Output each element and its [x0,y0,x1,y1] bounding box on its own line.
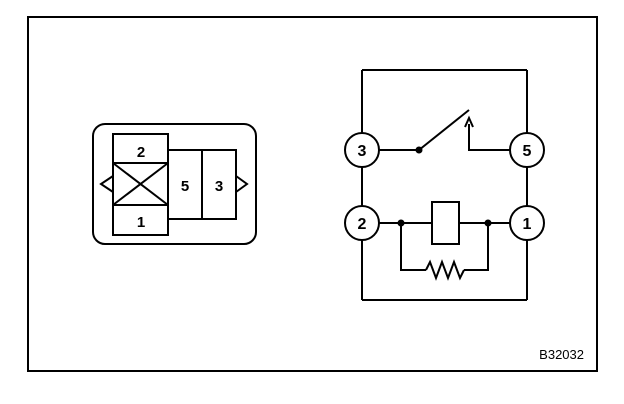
junction-dot-left [397,219,405,227]
relay-connector [92,123,257,245]
connector-pin-1-label: 1 [137,214,145,231]
lock-tab-right [235,175,249,193]
resistor [425,259,465,281]
switch-arrow [464,115,474,128]
pin-cavity-3 [201,149,237,220]
resistor-wire-right [464,223,489,271]
connector-pin-3-label: 3 [215,178,223,195]
junction-dot-right [484,219,492,227]
connector-pin-2-label: 2 [137,144,145,161]
relay-coil [431,201,460,245]
switch-blade [418,109,470,151]
figure-frame: B32032 [27,16,598,372]
terminal-3-label: 3 [358,143,367,160]
connector-pin-5-label: 5 [181,178,189,195]
terminal-5-label: 5 [523,143,532,160]
connector-housing [92,123,257,245]
terminal-5 [509,132,545,168]
terminal-3 [344,132,380,168]
relay-schematic [344,69,545,301]
terminal-1-label: 1 [523,216,532,233]
switch-pivot-dot [415,146,423,154]
terminal-2 [344,205,380,241]
terminal-1 [509,205,545,241]
resistor-wire-left [400,223,426,271]
terminal-2-label: 2 [358,216,367,233]
lock-tab-left [99,175,114,193]
switch-contact [468,124,510,151]
figure-code: B32032 [539,347,584,362]
